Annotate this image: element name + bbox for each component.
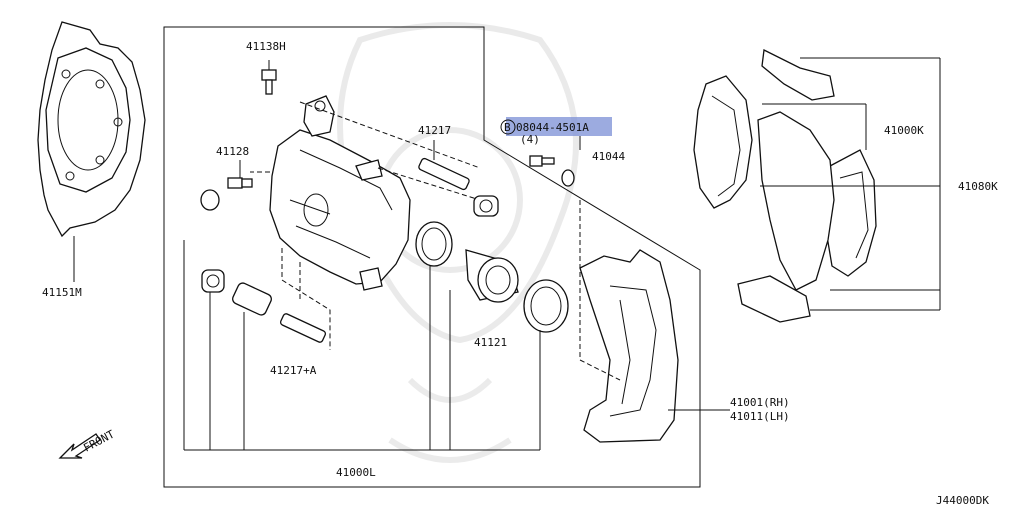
brake-pad-outer-part <box>693 75 753 209</box>
slide-sleeve-part <box>232 282 272 316</box>
label-41001rh: 41001(RH) <box>730 396 790 409</box>
label-08044: 08044-4501A <box>516 121 589 134</box>
backing-plate-part <box>37 21 146 282</box>
front-arrow-icon <box>58 433 101 459</box>
caliper-bracket-part <box>579 249 679 443</box>
label-41000k: 41000K <box>884 124 924 137</box>
piston-seal-part <box>415 221 453 267</box>
piston-boot-part <box>523 279 569 333</box>
diagram-code: J44000DK <box>936 494 989 507</box>
slide-pin-41217a-part <box>279 313 327 343</box>
label-08044-prefix: B <box>504 121 511 134</box>
bracket-dash-guide <box>579 200 621 381</box>
pin-boot-upper-part <box>473 195 499 217</box>
bolt-08044-part <box>529 155 555 167</box>
bolt-41138h-part <box>261 60 277 95</box>
leader-lines <box>183 57 941 451</box>
label-41121: 41121 <box>474 336 507 349</box>
bleeder-cap-part <box>200 189 220 211</box>
label-41000l: 41000L <box>336 466 376 479</box>
bleeder-41128-part <box>227 160 253 189</box>
pad-clip-upper-part <box>761 49 835 101</box>
label-41138h: 41138H <box>246 40 286 53</box>
caliper-body-part <box>269 95 411 291</box>
front-label: FRONT <box>81 427 117 454</box>
guide-dashes <box>250 101 481 350</box>
label-41044: 41044 <box>592 150 625 163</box>
slide-pin-41217-part <box>418 140 470 191</box>
washer-41044-part <box>561 169 575 187</box>
part-highlight <box>506 117 612 136</box>
label-41217: 41217 <box>418 124 451 137</box>
slide-pin-boot-part <box>201 269 225 293</box>
label-41080k: 41080K <box>958 180 998 193</box>
piston-41121-part <box>465 249 519 303</box>
pad-shim-part <box>757 111 835 291</box>
pad-clip-lower-part <box>737 275 811 323</box>
label-08044-qty: (4) <box>520 133 540 146</box>
label-41011lh: 41011(LH) <box>730 410 790 423</box>
label-41217a: 41217+A <box>270 364 317 377</box>
label-41128: 41128 <box>216 145 249 158</box>
bolt-marker-circle <box>500 119 516 135</box>
assembly-frame <box>163 26 701 488</box>
label-41151m: 41151M <box>42 286 82 299</box>
